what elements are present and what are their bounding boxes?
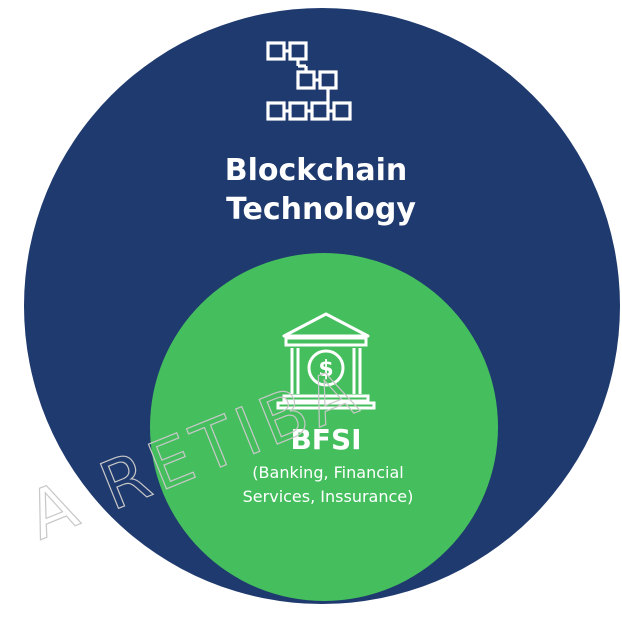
inner-subtitle-line1: (Banking, Financial <box>252 463 403 482</box>
bank-dollar-icon <box>276 312 376 410</box>
inner-title: BFSI <box>290 423 361 456</box>
outer-title-line1: Blockchain <box>225 153 408 188</box>
blockchain-blocks-icon <box>266 41 352 121</box>
outer-title-line2: Technology <box>226 192 416 227</box>
inner-subtitle-line2: Services, Inssurance) <box>243 487 414 506</box>
dollar-sign-icon: $ <box>318 357 333 382</box>
inner-circle-bfsi <box>150 253 498 601</box>
